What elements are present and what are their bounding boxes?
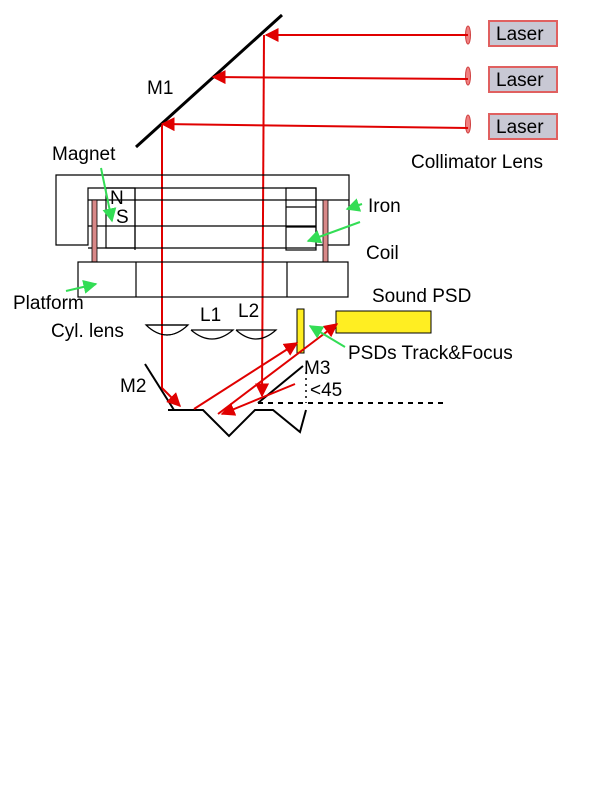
sound-psd-label: Sound PSD (372, 286, 471, 307)
m1-label: M1 (147, 78, 173, 99)
coil-right (322, 199, 329, 263)
laser-source-2: Laser (488, 66, 558, 93)
psds-arrow (308, 325, 346, 348)
lens-l1 (190, 329, 235, 340)
beam-m2-reflect (161, 387, 181, 407)
sample-surface (168, 409, 307, 438)
laser-box (488, 66, 558, 93)
coil-left (91, 199, 98, 263)
collimator-lens-2 (465, 66, 471, 86)
cyl-lens-label: Cyl. lens (51, 321, 124, 342)
beam-to-sound-psd (217, 323, 339, 415)
laser-box (488, 113, 558, 140)
mirror-m2 (144, 363, 175, 411)
beam-to-track-psd (193, 342, 299, 410)
track-focus-psd (296, 308, 305, 354)
cylindrical-lens (144, 324, 190, 336)
beam-3-in (160, 117, 469, 132)
platform (77, 261, 349, 298)
laser-box (488, 20, 558, 47)
lens-l2 (235, 329, 278, 340)
iron-label: Iron (368, 196, 401, 217)
collimator-lens-3 (465, 114, 471, 134)
coil-label: Coil (366, 243, 399, 264)
magnet-housing (55, 174, 350, 251)
magnet-label: Magnet (52, 144, 116, 165)
platform-arrow (65, 280, 98, 294)
laser-label: Laser (496, 117, 544, 138)
m2-label: M2 (120, 376, 146, 397)
collimator-lens-label: Collimator Lens (411, 152, 543, 173)
l1-label: L1 (200, 305, 221, 326)
iron-arrow (345, 198, 363, 212)
north-pole-label: N (110, 188, 124, 209)
laser-label: Laser (496, 24, 544, 45)
m3-label: M3 (304, 358, 330, 379)
l2-label: L2 (238, 301, 259, 322)
beam-1-down (255, 34, 270, 398)
magnet-arrow (100, 167, 117, 223)
beam-2-in (211, 70, 469, 85)
sound-psd (335, 310, 432, 334)
laser-label: Laser (496, 70, 544, 91)
platform-label: Platform (13, 293, 84, 314)
mirror-m1 (134, 13, 284, 149)
laser-source-3: Laser (488, 113, 558, 140)
south-pole-label: S (116, 207, 129, 228)
beam-from-m3 (220, 383, 296, 416)
psds-track-focus-label: PSDs Track&Focus (348, 343, 513, 364)
coil-arrow (306, 221, 361, 244)
angle-label: <45 (310, 380, 342, 401)
laser-source-1: Laser (488, 20, 558, 47)
